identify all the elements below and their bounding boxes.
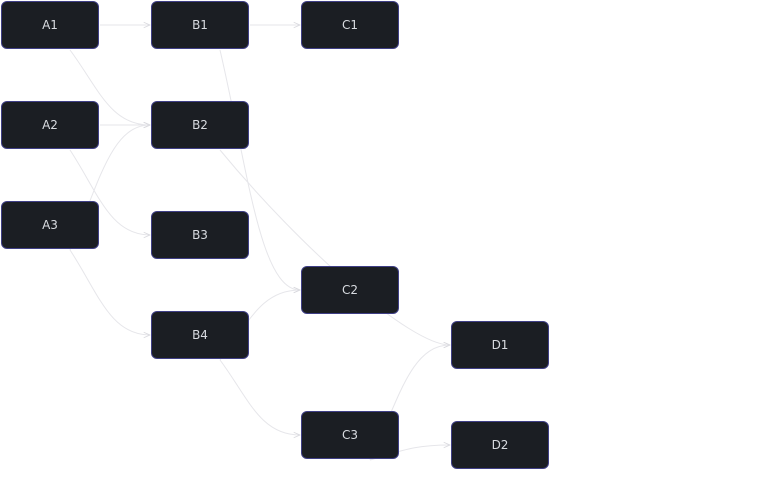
- node-c2[interactable]: C2: [301, 266, 399, 314]
- node-d2[interactable]: D2: [451, 421, 549, 469]
- node-c3[interactable]: C3: [301, 411, 399, 459]
- edge-b1-c2[interactable]: [219, 49, 300, 290]
- node-b3[interactable]: B3: [151, 211, 249, 259]
- edge-b2-d1[interactable]: [219, 149, 450, 345]
- edge-a3-b4[interactable]: [69, 249, 150, 335]
- node-label: C1: [341, 18, 358, 32]
- node-b2[interactable]: B2: [151, 101, 249, 149]
- node-label: A2: [42, 118, 58, 132]
- node-a2[interactable]: A2: [1, 101, 99, 149]
- node-label: D1: [491, 338, 509, 352]
- node-a3[interactable]: A3: [1, 201, 99, 249]
- node-label: B2: [192, 118, 208, 132]
- node-b4[interactable]: B4: [151, 311, 249, 359]
- node-label: A1: [42, 18, 58, 32]
- node-d1[interactable]: D1: [451, 321, 549, 369]
- node-label: B1: [192, 18, 208, 32]
- node-c1[interactable]: C1: [301, 1, 399, 49]
- edge-a2-b3[interactable]: [69, 149, 150, 235]
- node-label: B3: [192, 228, 208, 242]
- node-label: C3: [341, 428, 358, 442]
- node-label: C2: [341, 283, 358, 297]
- node-label: D2: [491, 438, 509, 452]
- node-b1[interactable]: B1: [151, 1, 249, 49]
- node-label: B4: [192, 328, 208, 342]
- edge-a1-b2[interactable]: [69, 49, 150, 125]
- node-label: A3: [42, 218, 58, 232]
- node-a1[interactable]: A1: [1, 1, 99, 49]
- edge-b4-c3[interactable]: [219, 359, 300, 435]
